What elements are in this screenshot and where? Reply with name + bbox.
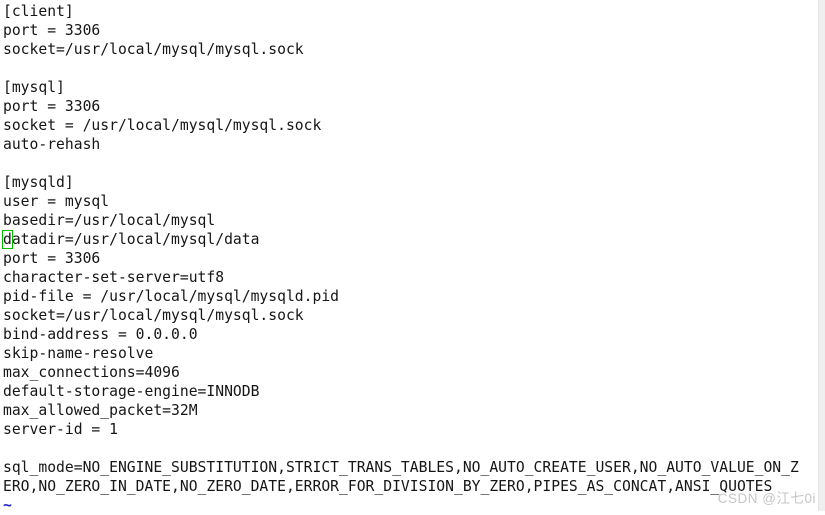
editor-line: [client]	[3, 2, 799, 21]
editor-line: max_connections=4096	[3, 363, 799, 382]
editor-line	[3, 439, 799, 458]
editor-line: port = 3306	[3, 21, 799, 40]
editor-line: character-set-server=utf8	[3, 268, 799, 287]
editor-line: ERO,NO_ZERO_IN_DATE,NO_ZERO_DATE,ERROR_F…	[3, 477, 799, 496]
vim-block-cursor: d	[3, 231, 12, 248]
editor-line: socket=/usr/local/mysql/mysql.sock	[3, 306, 799, 325]
editor-line: bind-address = 0.0.0.0	[3, 325, 799, 344]
editor-line: skip-name-resolve	[3, 344, 799, 363]
editor-line: [mysqld]	[3, 173, 799, 192]
editor-line: socket = /usr/local/mysql/mysql.sock	[3, 116, 799, 135]
editor-line: sql_mode=NO_ENGINE_SUBSTITUTION,STRICT_T…	[3, 458, 799, 477]
editor-line: port = 3306	[3, 97, 799, 116]
editor-line: user = mysql	[3, 192, 799, 211]
editor-line: port = 3306	[3, 249, 799, 268]
editor-line: server-id = 1	[3, 420, 799, 439]
editor-line	[3, 59, 799, 78]
empty-buffer-tilde: ~	[3, 496, 799, 515]
editor-line: [mysql]	[3, 78, 799, 97]
editor-line: default-storage-engine=INNODB	[3, 382, 799, 401]
editor-line: datadir=/usr/local/mysql/data	[3, 230, 799, 249]
editor-line	[3, 154, 799, 173]
editor-line: auto-rehash	[3, 135, 799, 154]
editor-line: max_allowed_packet=32M	[3, 401, 799, 420]
scrollbar-track[interactable]	[818, 0, 825, 511]
editor-line: socket=/usr/local/mysql/mysql.sock	[3, 40, 799, 59]
editor-line: pid-file = /usr/local/mysql/mysqld.pid	[3, 287, 799, 306]
editor-line: basedir=/usr/local/mysql	[3, 211, 799, 230]
